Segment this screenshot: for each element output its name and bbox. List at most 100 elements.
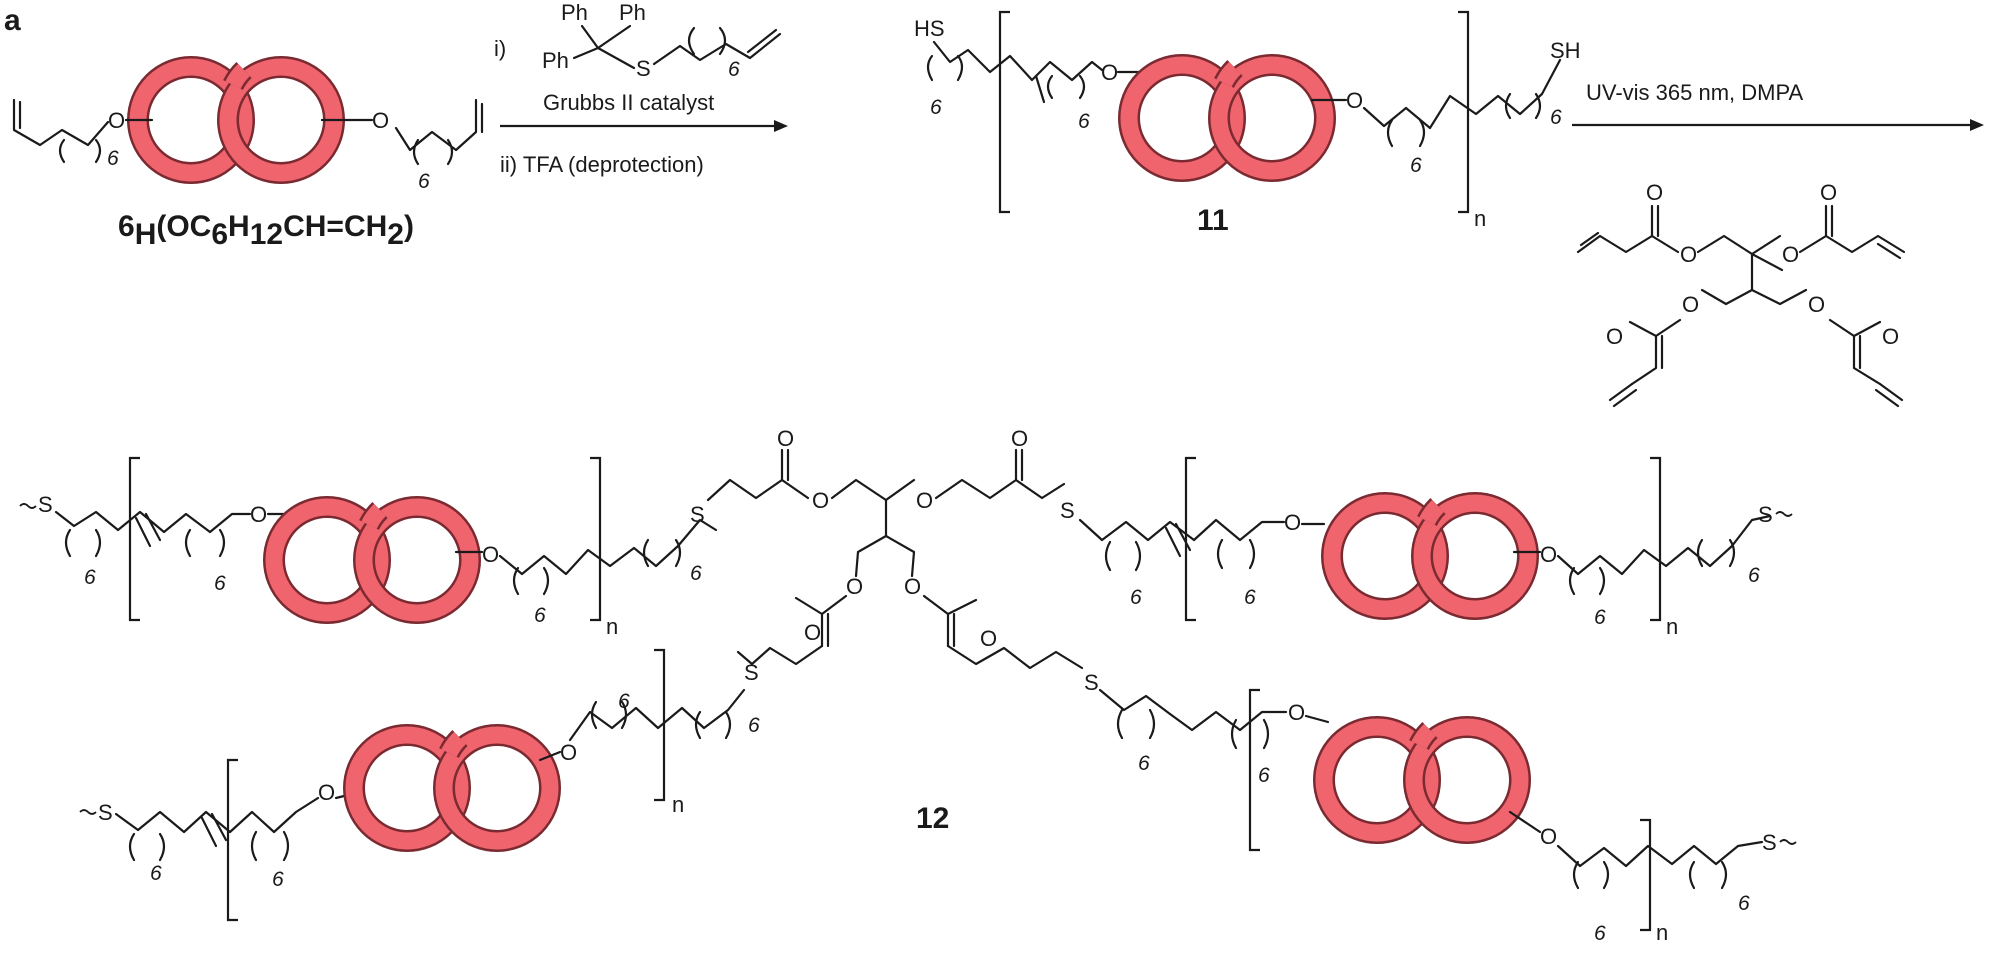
c12-o-3: O: [1284, 510, 1301, 535]
c12-rep-10: 6: [272, 868, 284, 891]
c11-repeat-3: 6: [1410, 154, 1422, 177]
c11-repeat-4: 6: [1550, 106, 1562, 129]
ph-label-3: Ph: [542, 48, 569, 73]
c11-bracket-left: [998, 10, 1010, 214]
start-f3: 12: [250, 218, 283, 251]
c11-oxygen-right: O: [1346, 88, 1363, 113]
c12-o-8: O: [1540, 824, 1557, 849]
acrylate-o-5: O: [1682, 292, 1699, 317]
c12-rep-1: 6: [84, 566, 96, 589]
c12-rep-11: 6: [618, 690, 630, 713]
wavy-bond-1: [19, 503, 37, 509]
wavy-bond-3: [79, 809, 97, 815]
c12-o-5: O: [318, 780, 335, 805]
ph-label-2: Ph: [619, 0, 646, 25]
repeat-label-left: 6: [107, 147, 119, 170]
c12-rep-5: 6: [1130, 586, 1142, 609]
catenane-ring-12c: [354, 735, 550, 841]
wavy-bond-4: [1779, 839, 1797, 845]
catenane-ring-start: [138, 67, 334, 173]
start-f6: ): [404, 210, 414, 243]
catalyst-label: Grubbs II catalyst: [543, 90, 714, 115]
compound-12: S 6 6 O O 6 6 n S O O O O S O O O S: [19, 426, 1797, 945]
c12-o-core-1: O: [777, 426, 794, 451]
c12-n-2: n: [1666, 614, 1678, 639]
start-f2: H: [228, 210, 250, 243]
c12-o-7: O: [1288, 700, 1305, 725]
c12-rep-13: 6: [1138, 752, 1150, 775]
c11-bracket-right: [1458, 10, 1470, 214]
c12-rep-14: 6: [1258, 764, 1270, 787]
c11-repeat-1: 6: [930, 96, 942, 119]
c12-s-1: S: [38, 492, 53, 517]
ph-label-1: Ph: [561, 0, 588, 25]
acrylate-o-6: O: [1808, 292, 1825, 317]
catenane-ring-11: [1129, 65, 1325, 171]
c12-rep-3: 6: [534, 604, 546, 627]
hs-left-label: HS: [914, 16, 945, 41]
c12-o-core-5: O: [846, 574, 863, 599]
catenane-ring-12d: [1324, 727, 1520, 833]
thio-label: S: [636, 56, 651, 81]
reaction-step-2: UV-vis 365 nm, DMPA O O O O O O O O: [1572, 80, 1984, 408]
compound-11: HS 6 6 O O 6 6 SH n 11: [914, 10, 1581, 237]
acrylate-o-7: O: [1606, 324, 1623, 349]
acrylate-o-1: O: [1646, 180, 1663, 205]
reaction-arrow-1-head: [774, 120, 788, 132]
c11-repeat-2: 6: [1078, 110, 1090, 133]
start-f1: 6: [211, 218, 228, 251]
oxygen-label-right: O: [372, 108, 389, 133]
step-i-label: i): [494, 36, 506, 61]
c12-o-core-2: O: [812, 488, 829, 513]
compound-11-label: 11: [1197, 204, 1229, 237]
starting-material: O 6 O 6 6H(OC6H12CH=CH2): [12, 67, 484, 251]
start-f5: 2: [387, 218, 404, 251]
acrylate-o-3: O: [1782, 242, 1799, 267]
c12-rep-12: 6: [748, 714, 760, 737]
c12-s-8: S: [1762, 830, 1777, 855]
c12-o-core-4: O: [1011, 426, 1028, 451]
start-base-sub: H: [135, 218, 157, 251]
start-base: 6: [118, 210, 135, 243]
sh-right-label: SH: [1550, 38, 1581, 63]
c12-s-3: S: [1060, 498, 1075, 523]
acrylate-o-8: O: [1882, 324, 1899, 349]
uv-conditions: UV-vis 365 nm, DMPA: [1586, 80, 1804, 105]
catenane-ring-12b: [1332, 503, 1528, 609]
c12-s-6: S: [1758, 502, 1773, 527]
c12-o-core-3: O: [916, 488, 933, 513]
c12-rep-15: 6: [1594, 922, 1606, 945]
acrylate-o-2: O: [1680, 242, 1697, 267]
start-formula: 6H(OC6H12CH=CH2): [118, 210, 414, 251]
c12-n-3: n: [672, 792, 684, 817]
c12-rep-6: 6: [1244, 586, 1256, 609]
c12-o-4: O: [1540, 542, 1557, 567]
c12-s-7: S: [98, 800, 113, 825]
reagent-repeat: 6: [728, 58, 740, 81]
repeat-label-right: 6: [418, 170, 430, 193]
oxygen-label-left: O: [108, 108, 125, 133]
start-f0: (OC: [156, 210, 211, 243]
c12-s-4: S: [744, 660, 759, 685]
c12-rep-7: 6: [1594, 606, 1606, 629]
c12-o-core-8: O: [980, 626, 997, 651]
c12-n-4: n: [1656, 920, 1668, 945]
wavy-bond-2: [1775, 511, 1793, 517]
c12-rep-2: 6: [214, 572, 226, 595]
c12-o-core-7: O: [804, 620, 821, 645]
c12-rep-16: 6: [1738, 892, 1750, 915]
c12-o-2: O: [482, 542, 499, 567]
c12-o-core-6: O: [904, 574, 921, 599]
reaction-arrow-2-head: [1970, 119, 1984, 131]
panel-label: a: [4, 4, 21, 37]
compound-12-label: 12: [916, 802, 949, 835]
c12-s-5: S: [1084, 670, 1099, 695]
catenane-ring-12a: [274, 507, 470, 613]
c11-oxygen-left: O: [1101, 60, 1118, 85]
c11-n: n: [1474, 206, 1486, 231]
acrylate-o-4: O: [1820, 180, 1837, 205]
c12-rep-9: 6: [150, 862, 162, 885]
c12-o-6: O: [560, 740, 577, 765]
c12-o-1: O: [250, 502, 267, 527]
